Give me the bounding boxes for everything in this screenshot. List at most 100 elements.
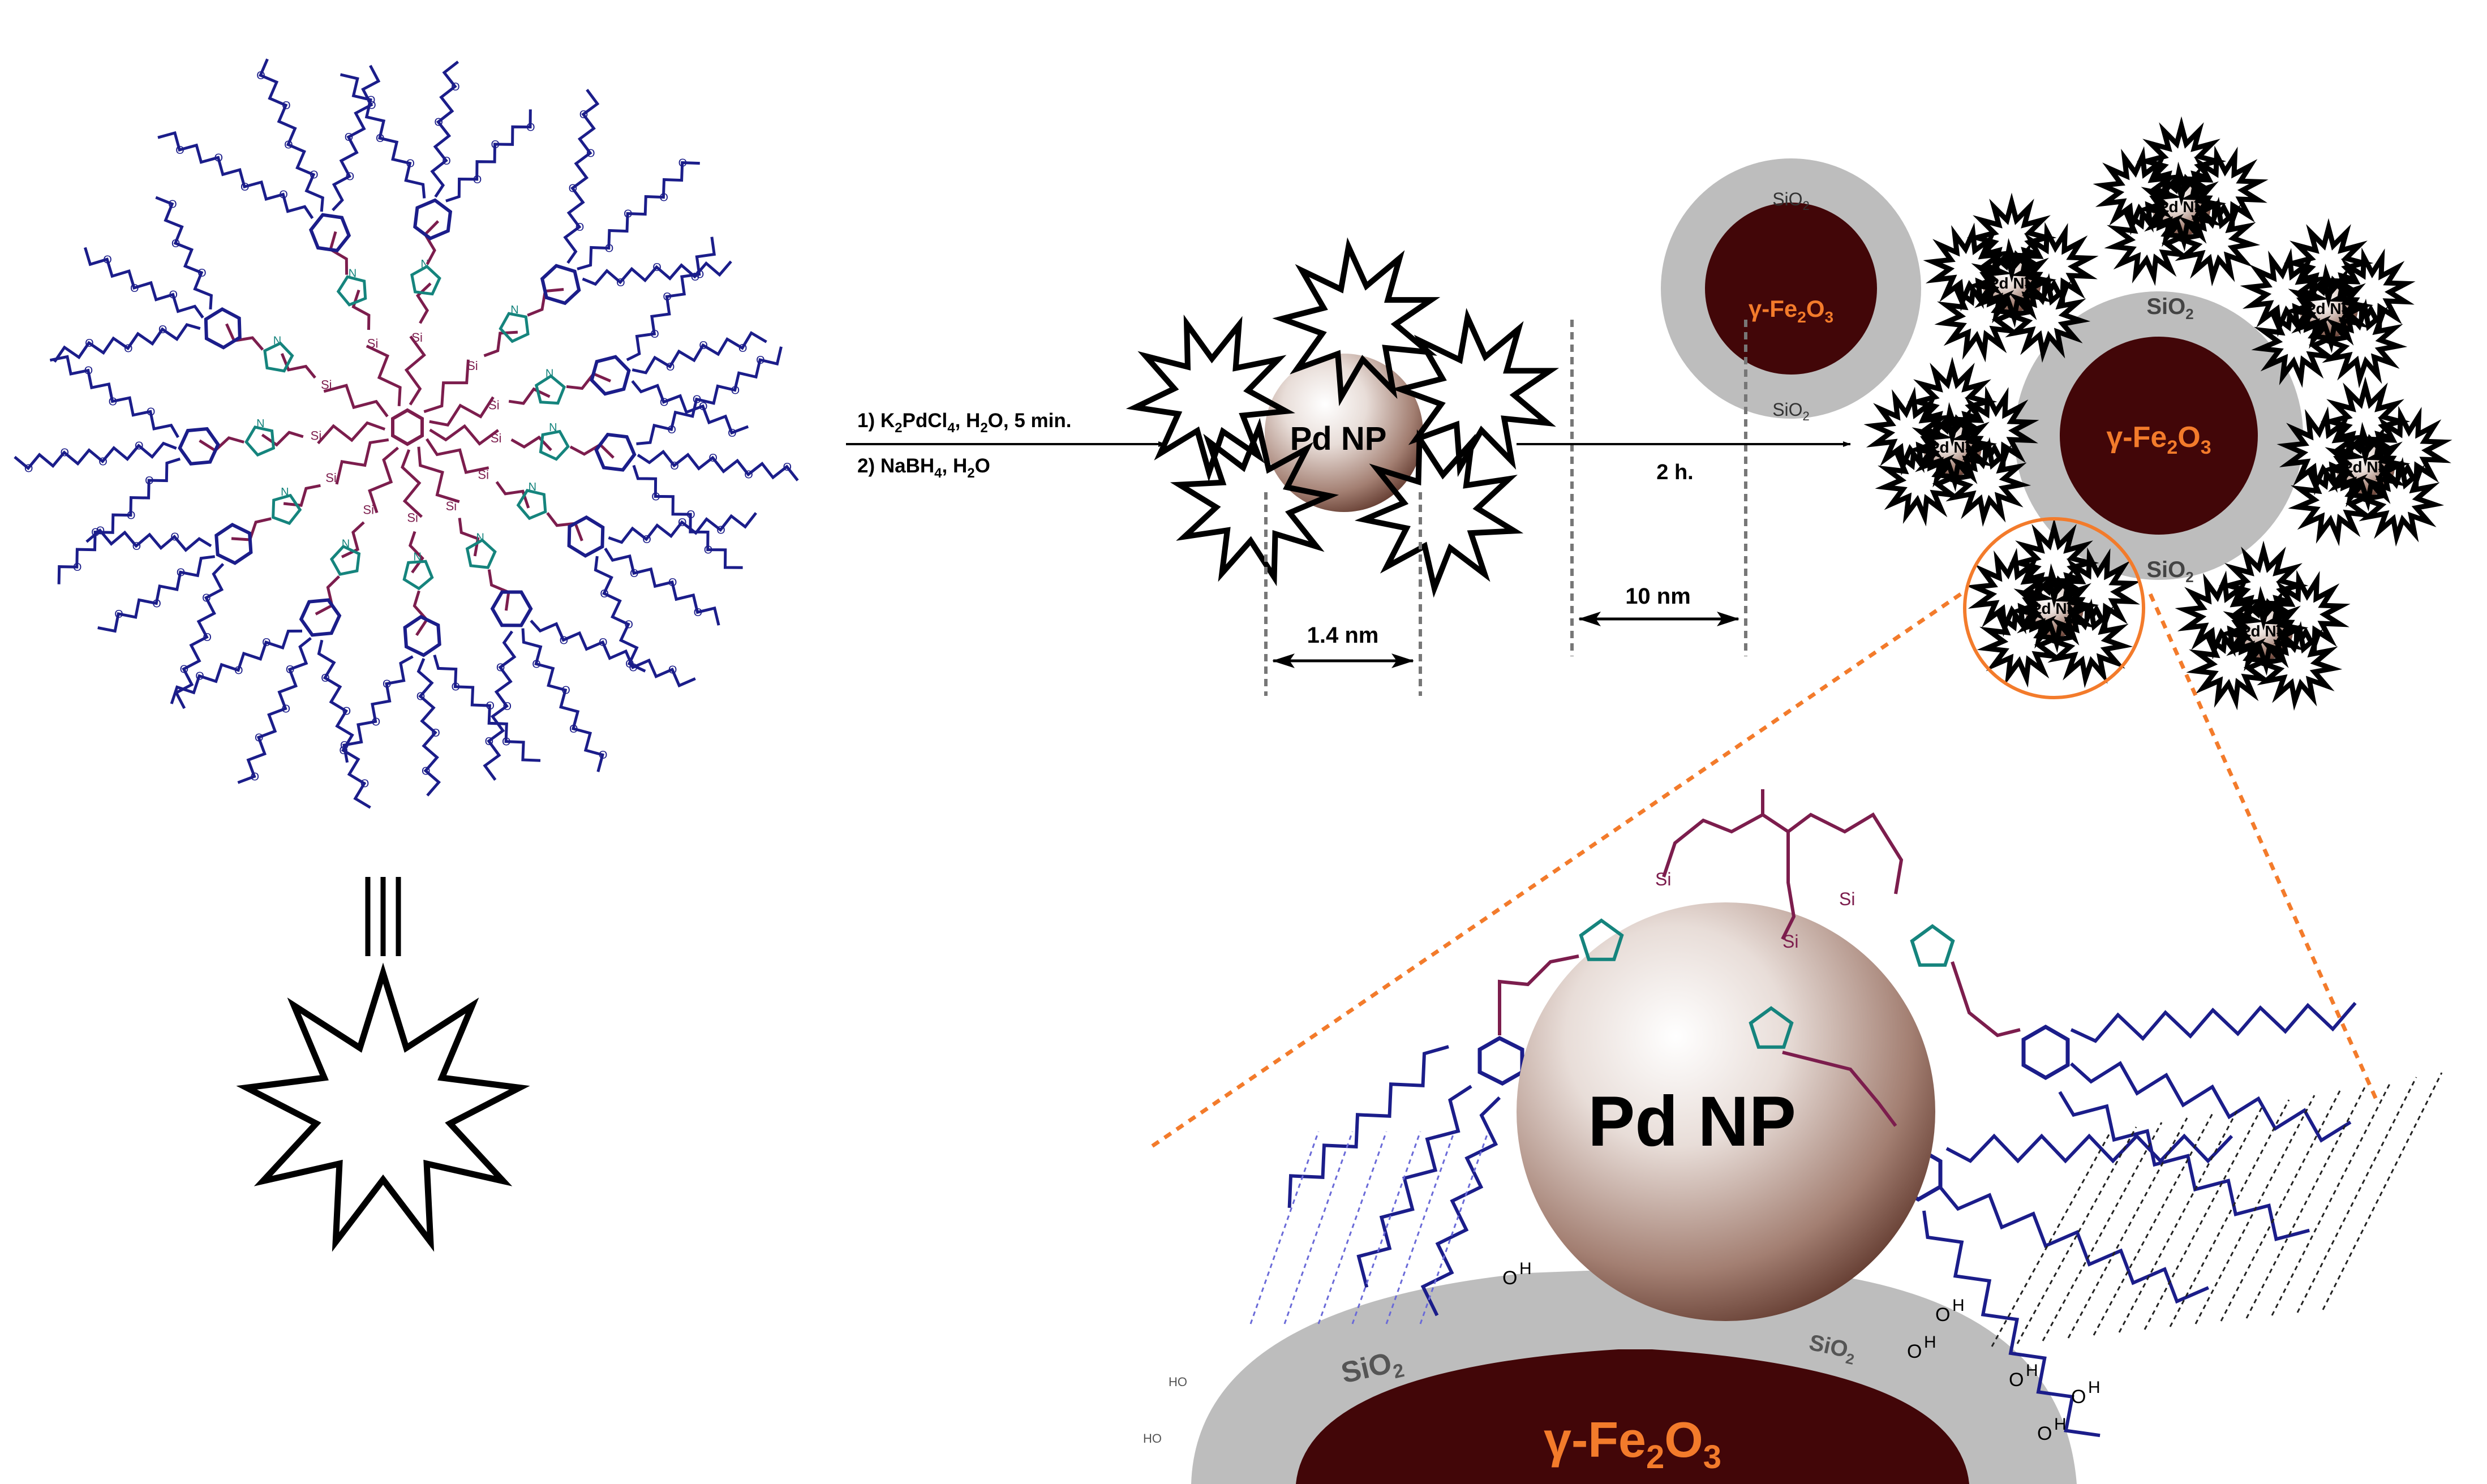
zoom-core-label: γ-Fe2O3 bbox=[1544, 1412, 1721, 1476]
peg-chain bbox=[53, 322, 201, 363]
stabilizer-star-icon bbox=[1272, 237, 1441, 407]
oxygen-label: O bbox=[197, 267, 207, 279]
peg-chain bbox=[604, 547, 720, 626]
aryl-ring bbox=[540, 264, 581, 306]
oxygen-label: O bbox=[678, 157, 688, 170]
oxygen-label: O bbox=[693, 394, 702, 406]
linker-chain bbox=[401, 449, 423, 518]
linker-chain bbox=[429, 396, 495, 427]
triazole-ring bbox=[465, 538, 497, 569]
oxygen-label: O bbox=[177, 566, 186, 579]
peg-chain bbox=[84, 247, 204, 319]
aryl-ring bbox=[413, 198, 453, 240]
oxygen-label: O bbox=[422, 765, 431, 777]
peg-chain bbox=[85, 528, 212, 552]
aryl-ring bbox=[490, 590, 533, 627]
oxygen-label: O bbox=[630, 567, 639, 580]
oxygen-label: O bbox=[376, 132, 385, 145]
zoom-indicator bbox=[1148, 517, 2379, 1150]
core-label: γ-Fe2O3 bbox=[1749, 295, 1833, 326]
oxygen-label: O bbox=[127, 510, 136, 522]
linker-chain bbox=[417, 446, 460, 504]
oxygen-label: O bbox=[262, 636, 271, 649]
linker-chain bbox=[225, 323, 264, 351]
zoom-triazole-ring bbox=[1910, 924, 1955, 967]
oxygen-label: O bbox=[532, 658, 541, 670]
core-shell-particle bbox=[1661, 158, 1921, 419]
peg-chain bbox=[157, 131, 314, 220]
zoom-peg-chain bbox=[2069, 1061, 2352, 1143]
oxygen-label: O bbox=[442, 155, 451, 167]
peg-chain bbox=[317, 639, 371, 809]
oxygen-label: O bbox=[526, 121, 535, 134]
linker-chain bbox=[426, 438, 489, 474]
water-hydrogen-label: H bbox=[1952, 1296, 1965, 1315]
linker-chain bbox=[429, 424, 499, 446]
oxygen-label: O bbox=[251, 771, 260, 783]
hydrogen-bond-line bbox=[2042, 1122, 2163, 1341]
oxygen-label: O bbox=[175, 144, 184, 157]
nitrogen-label: N bbox=[529, 481, 536, 493]
hydrogen-bond-line bbox=[2322, 1072, 2443, 1310]
oxygen-label: O bbox=[716, 524, 725, 537]
oxygen-label: O bbox=[699, 401, 708, 413]
oxygen-label: O bbox=[491, 139, 500, 151]
oxygen-label: O bbox=[282, 100, 291, 112]
hydrogen-bond-line bbox=[1991, 1131, 2112, 1347]
stabilizer-star-icon bbox=[1170, 418, 1339, 587]
oxygen-label: O bbox=[496, 661, 505, 674]
zoom-linker-chain bbox=[1782, 1051, 1897, 1127]
oxygen-label: O bbox=[728, 427, 737, 440]
oxygen-label: O bbox=[667, 424, 676, 436]
stabilizer-star-icon bbox=[1126, 314, 1295, 482]
oxygen-label: O bbox=[708, 452, 718, 464]
oxygen-label: O bbox=[214, 152, 223, 164]
water-oxygen-label: O bbox=[1907, 1341, 1922, 1362]
oxygen-label: O bbox=[132, 540, 141, 553]
product-shell-label-top: SiO2 bbox=[2146, 294, 2193, 322]
peg-chain bbox=[530, 620, 696, 688]
si-atom-label: Si bbox=[311, 429, 322, 443]
zoom-si-label: Si bbox=[1655, 869, 1671, 889]
triazole-ring bbox=[534, 374, 566, 405]
oxygen-label: O bbox=[279, 189, 288, 201]
zoom-peg-chain bbox=[1922, 1210, 2101, 1438]
oxygen-label: O bbox=[652, 261, 662, 274]
oxygen-label: O bbox=[579, 109, 589, 121]
zoom-linker-chain bbox=[1951, 961, 2021, 1038]
iron-oxide-core bbox=[1705, 203, 1877, 375]
oxygen-label: O bbox=[91, 527, 100, 539]
oxygen-label: O bbox=[147, 406, 156, 418]
oxygen-label: O bbox=[756, 354, 765, 367]
linker-chain bbox=[408, 531, 424, 574]
oxygen-label: O bbox=[145, 475, 154, 487]
oxygen-label: O bbox=[738, 342, 748, 355]
oxygen-label: O bbox=[171, 238, 181, 250]
zoom-linker-chain bbox=[1781, 832, 1796, 940]
oxygen-label: O bbox=[624, 619, 633, 631]
product-catalyst bbox=[2014, 291, 2303, 580]
water-hydrogen-label: H bbox=[1519, 1259, 1532, 1278]
hydrogen-bond-line bbox=[2271, 1081, 2392, 1316]
oxygen-label: O bbox=[666, 361, 675, 373]
peg-chain bbox=[14, 441, 177, 471]
oxygen-label: O bbox=[678, 517, 687, 529]
hydrogen-bond-line bbox=[2296, 1077, 2417, 1313]
si-atom-label: Si bbox=[321, 377, 332, 392]
oxygen-label: O bbox=[434, 117, 443, 129]
hydrogen-bond-line bbox=[1419, 1131, 1489, 1324]
oxygen-label: O bbox=[686, 509, 695, 521]
oxygen-label: O bbox=[486, 700, 495, 712]
oxygen-label: O bbox=[180, 663, 189, 676]
oxygen-label: O bbox=[234, 665, 243, 677]
linker-chain bbox=[231, 517, 272, 541]
si-atom-label: Si bbox=[491, 431, 502, 445]
zoom-triazole-ring bbox=[1579, 918, 1624, 961]
product-stabilizer-star-icon bbox=[2283, 263, 2374, 354]
hydrogen-bond-line bbox=[2194, 1095, 2316, 1324]
oxygen-label: O bbox=[383, 678, 392, 691]
product-stabilizer-star-icon bbox=[2009, 563, 2099, 653]
oxygen-label: O bbox=[284, 139, 293, 152]
linker-chain bbox=[413, 590, 429, 636]
oxygen-label: O bbox=[310, 169, 319, 182]
